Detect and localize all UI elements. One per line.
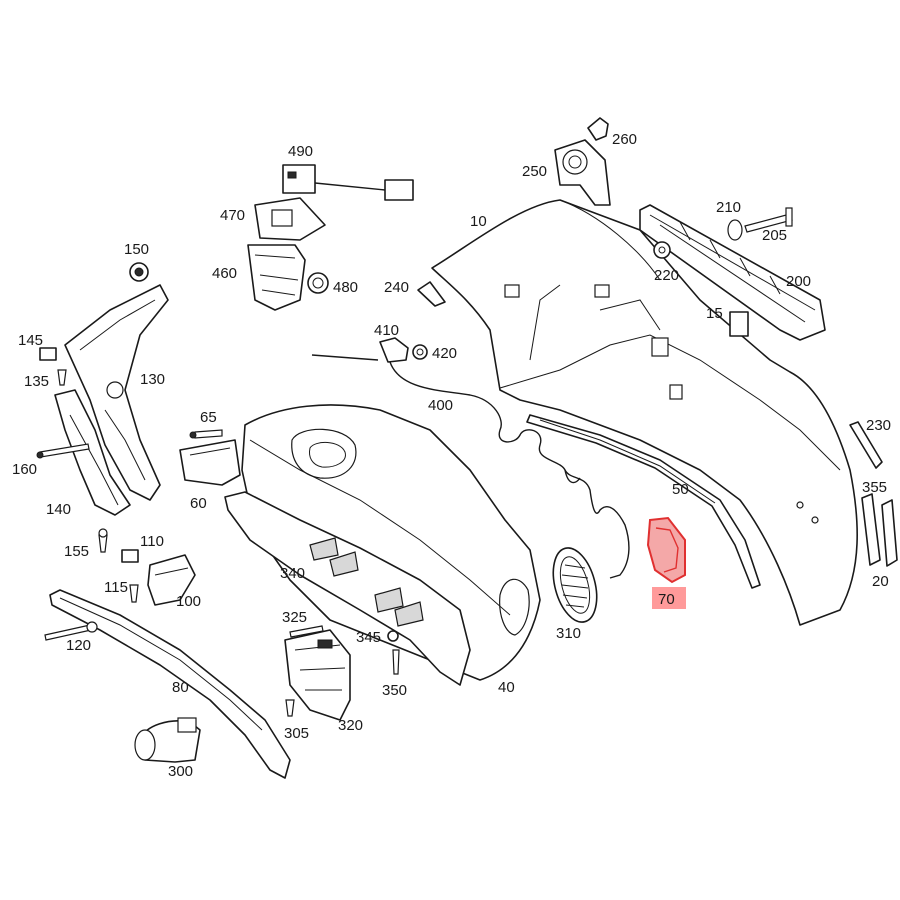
part-155-screw[interactable] (98, 528, 108, 553)
part-320-mount[interactable] (284, 629, 351, 721)
part-40-diffuser[interactable] (241, 404, 541, 681)
callout-40: 40 (498, 679, 515, 696)
callout-150: 150 (124, 241, 149, 258)
callout-220: 220 (654, 267, 679, 284)
callout-355: 355 (862, 479, 887, 496)
part-80-carrier[interactable] (49, 589, 291, 779)
callout-460: 460 (212, 265, 237, 282)
part-210-washer[interactable] (727, 219, 743, 241)
part-350-pin[interactable] (392, 649, 400, 675)
callout-60: 60 (190, 495, 207, 512)
callout-350: 350 (382, 682, 407, 699)
callout-135: 135 (24, 373, 49, 390)
callout-200: 200 (786, 273, 811, 290)
callout-345: 345 (356, 629, 381, 646)
callout-480: 480 (333, 279, 358, 296)
callout-400: 400 (428, 397, 453, 414)
callout-65: 65 (200, 409, 217, 426)
part-115-screw[interactable] (129, 584, 139, 603)
callout-100: 100 (176, 593, 201, 610)
callout-420: 420 (432, 345, 457, 362)
part-310-grille[interactable] (546, 543, 604, 627)
part-15-clip[interactable] (729, 311, 749, 337)
part-490-connector[interactable] (282, 164, 414, 201)
callout-145: 145 (18, 332, 43, 349)
callout-410: 410 (374, 322, 399, 339)
callout-80: 80 (172, 679, 189, 696)
part-60-side-bracket[interactable] (179, 439, 241, 486)
part-70-label-highlight (652, 587, 686, 609)
callout-300: 300 (168, 763, 193, 780)
callout-210: 210 (716, 199, 741, 216)
part-260-clip[interactable] (587, 117, 609, 141)
part-110-nut[interactable] (121, 549, 139, 563)
part-20-355-side-marker[interactable] (861, 493, 898, 567)
callout-120: 120 (66, 637, 91, 654)
part-230-reflector[interactable] (849, 421, 883, 469)
part-400-wiring-harness[interactable] (311, 354, 630, 579)
part-480-plug[interactable] (307, 272, 329, 294)
callout-310: 310 (556, 625, 581, 642)
callout-490: 490 (288, 143, 313, 160)
part-220-grommet[interactable] (653, 241, 671, 259)
callout-110: 110 (140, 533, 164, 550)
callout-470: 470 (220, 207, 245, 224)
part-470-housing[interactable] (254, 197, 326, 241)
part-410-sensor[interactable] (379, 337, 409, 363)
part-10-bumper-cover[interactable] (431, 199, 858, 626)
callout-70: 70 (658, 591, 675, 608)
part-145-clip[interactable] (39, 347, 57, 361)
part-150-grommet[interactable] (129, 262, 149, 282)
callout-340: 340 (280, 565, 305, 582)
part-300-exhaust-tip[interactable] (134, 717, 201, 763)
part-65-screw[interactable] (189, 429, 223, 439)
part-325-screw[interactable] (289, 625, 324, 638)
callout-115: 115 (104, 579, 128, 596)
callout-155: 155 (64, 543, 89, 560)
callout-320: 320 (338, 717, 363, 734)
callout-50: 50 (672, 481, 689, 498)
part-250-sensor-bracket[interactable] (554, 139, 611, 206)
part-345-nut[interactable] (387, 630, 399, 642)
callout-260: 260 (612, 131, 637, 148)
callout-130: 130 (140, 371, 165, 388)
part-205-bolt[interactable] (744, 207, 793, 233)
callout-10: 10 (470, 213, 487, 230)
part-305-screw[interactable] (285, 699, 295, 717)
callouts: 490 470 460 480 150 145 135 130 160 140 … (12, 131, 891, 780)
callout-305: 305 (284, 725, 309, 742)
callout-325: 325 (282, 609, 307, 626)
part-120-bolt[interactable] (44, 621, 98, 641)
part-135-screw[interactable] (57, 369, 67, 386)
callout-140: 140 (46, 501, 71, 518)
part-100-bracket[interactable] (147, 554, 196, 606)
part-340-lower-panel[interactable] (224, 491, 471, 686)
callout-205: 205 (762, 227, 787, 244)
part-240-trim[interactable] (417, 281, 446, 307)
callout-160: 160 (12, 461, 37, 478)
part-200-reinforcement[interactable] (639, 204, 826, 341)
callout-20: 20 (872, 573, 889, 590)
callout-230: 230 (866, 417, 891, 434)
part-460-module[interactable] (247, 244, 306, 311)
part-50-trim-strip[interactable] (526, 414, 761, 589)
callout-240: 240 (384, 279, 409, 296)
part-70-highlighted-insert[interactable] (646, 516, 686, 584)
callout-250: 250 (522, 163, 547, 180)
callout-15: 15 (706, 305, 723, 322)
part-130-left-bracket[interactable] (64, 284, 169, 501)
part-420-ring[interactable] (412, 344, 428, 360)
part-160-bolt[interactable] (36, 443, 90, 459)
